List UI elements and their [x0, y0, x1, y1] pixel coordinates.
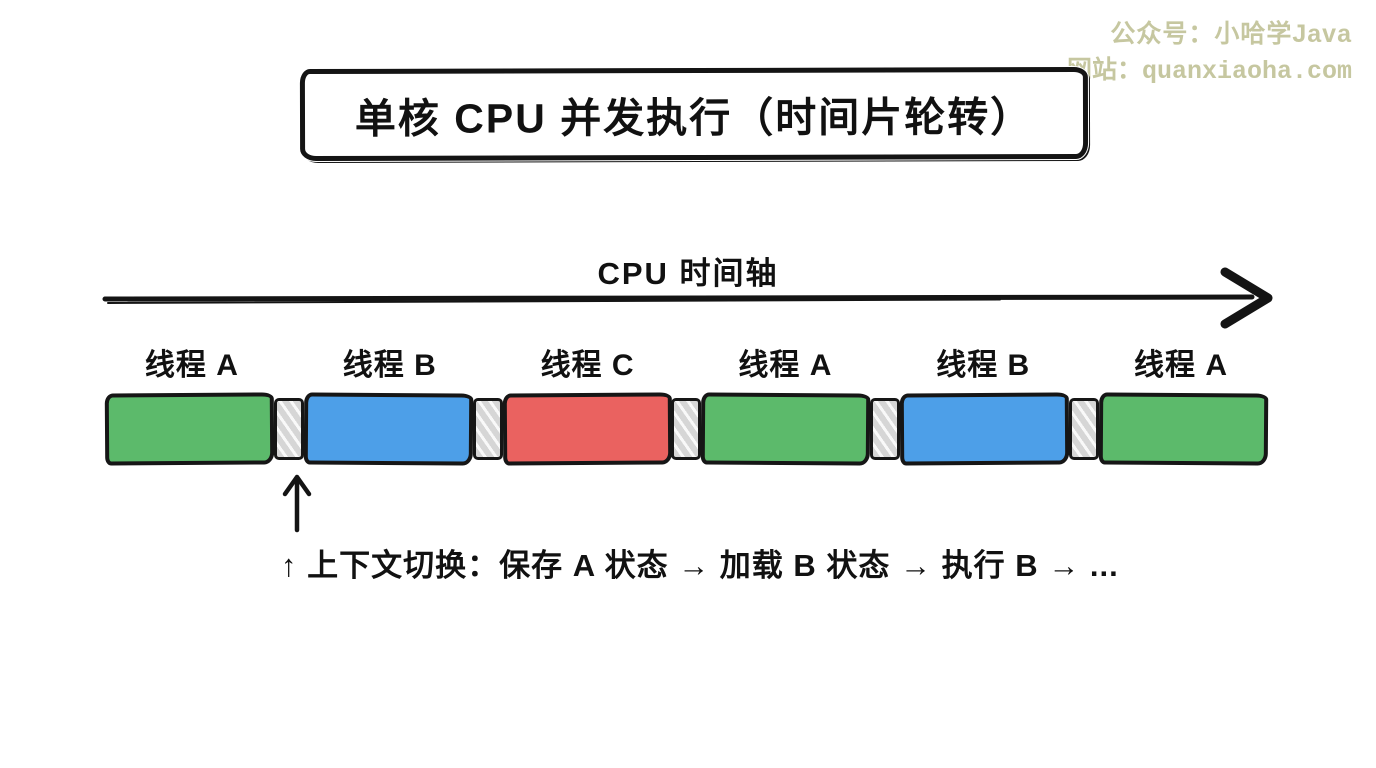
time-slice-thread-b: [303, 392, 473, 466]
time-slice-thread-c: [502, 392, 672, 466]
context-switch-block: [472, 398, 503, 460]
watermark-line1: 公众号：小哈学Java: [1110, 20, 1352, 48]
time-slice-thread-b: [900, 392, 1070, 466]
time-slice-thread-a: [104, 392, 275, 466]
axis-label: CPU 时间轴: [597, 256, 779, 291]
slice-label: 线程 A: [1134, 349, 1229, 382]
watermark-line2: 网站：quanxiaoha.com: [1066, 57, 1352, 86]
time-slice-thread-a: [1098, 392, 1269, 466]
time-slice-thread-a: [701, 392, 871, 466]
slice-label: 线程 A: [144, 349, 239, 382]
slice-label: 线程 B: [936, 349, 1031, 382]
context-switch-arrow-icon: [282, 474, 312, 533]
slice-label: 线程 A: [738, 349, 833, 382]
slice-label: 线程 C: [540, 349, 635, 382]
timeline-blocks-row: [104, 392, 1269, 466]
context-switch-block: [1069, 398, 1100, 460]
context-switch-block: [870, 398, 901, 460]
watermark: 公众号：小哈学Java 网站：quanxiaoha.com: [1067, 16, 1352, 90]
slice-label: 线程 B: [342, 349, 437, 382]
context-switch-block: [273, 398, 304, 460]
thread-labels-row: 线程 A 线程 B 线程 C 线程 A 线程 B 线程 A: [105, 340, 1268, 384]
context-switch-block: [671, 398, 702, 460]
context-switch-caption: ↑ 上下文切换：保存 A 状态 → 加载 B 状态 → 执行 B → ...: [281, 548, 1119, 583]
